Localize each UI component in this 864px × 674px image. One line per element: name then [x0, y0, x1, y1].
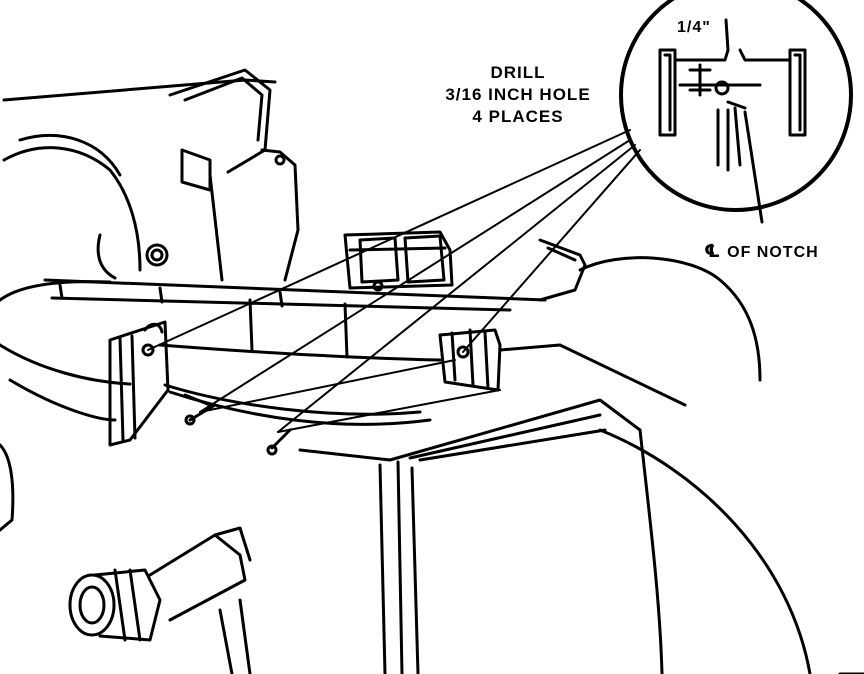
drill-line-1: DRILL — [490, 63, 546, 82]
right-mount-bracket — [438, 328, 687, 407]
centerline-notch-label: ℄ OF NOTCH — [704, 243, 819, 261]
notch-detail-magnifier — [619, 0, 853, 224]
left-fender-outline — [0, 68, 300, 422]
drill-line-3: 4 PLACES — [472, 107, 564, 126]
right-support-post — [538, 238, 762, 382]
drill-instruction-label: DRILL 3/16 INCH HOLE 4 PLACES — [428, 62, 608, 128]
leader-lines — [147, 129, 641, 433]
dimension-label: 1/4" — [677, 19, 711, 36]
bolt-fasteners — [183, 393, 292, 456]
notch-text: OF NOTCH — [727, 244, 819, 261]
centerline-symbol: ℄ — [704, 241, 722, 262]
hose-fitting — [0, 443, 252, 674]
drill-line-2: 3/16 INCH HOLE — [445, 85, 591, 104]
hood-latch — [343, 230, 454, 292]
front-panel — [163, 383, 812, 674]
left-mount-bracket — [108, 320, 170, 447]
